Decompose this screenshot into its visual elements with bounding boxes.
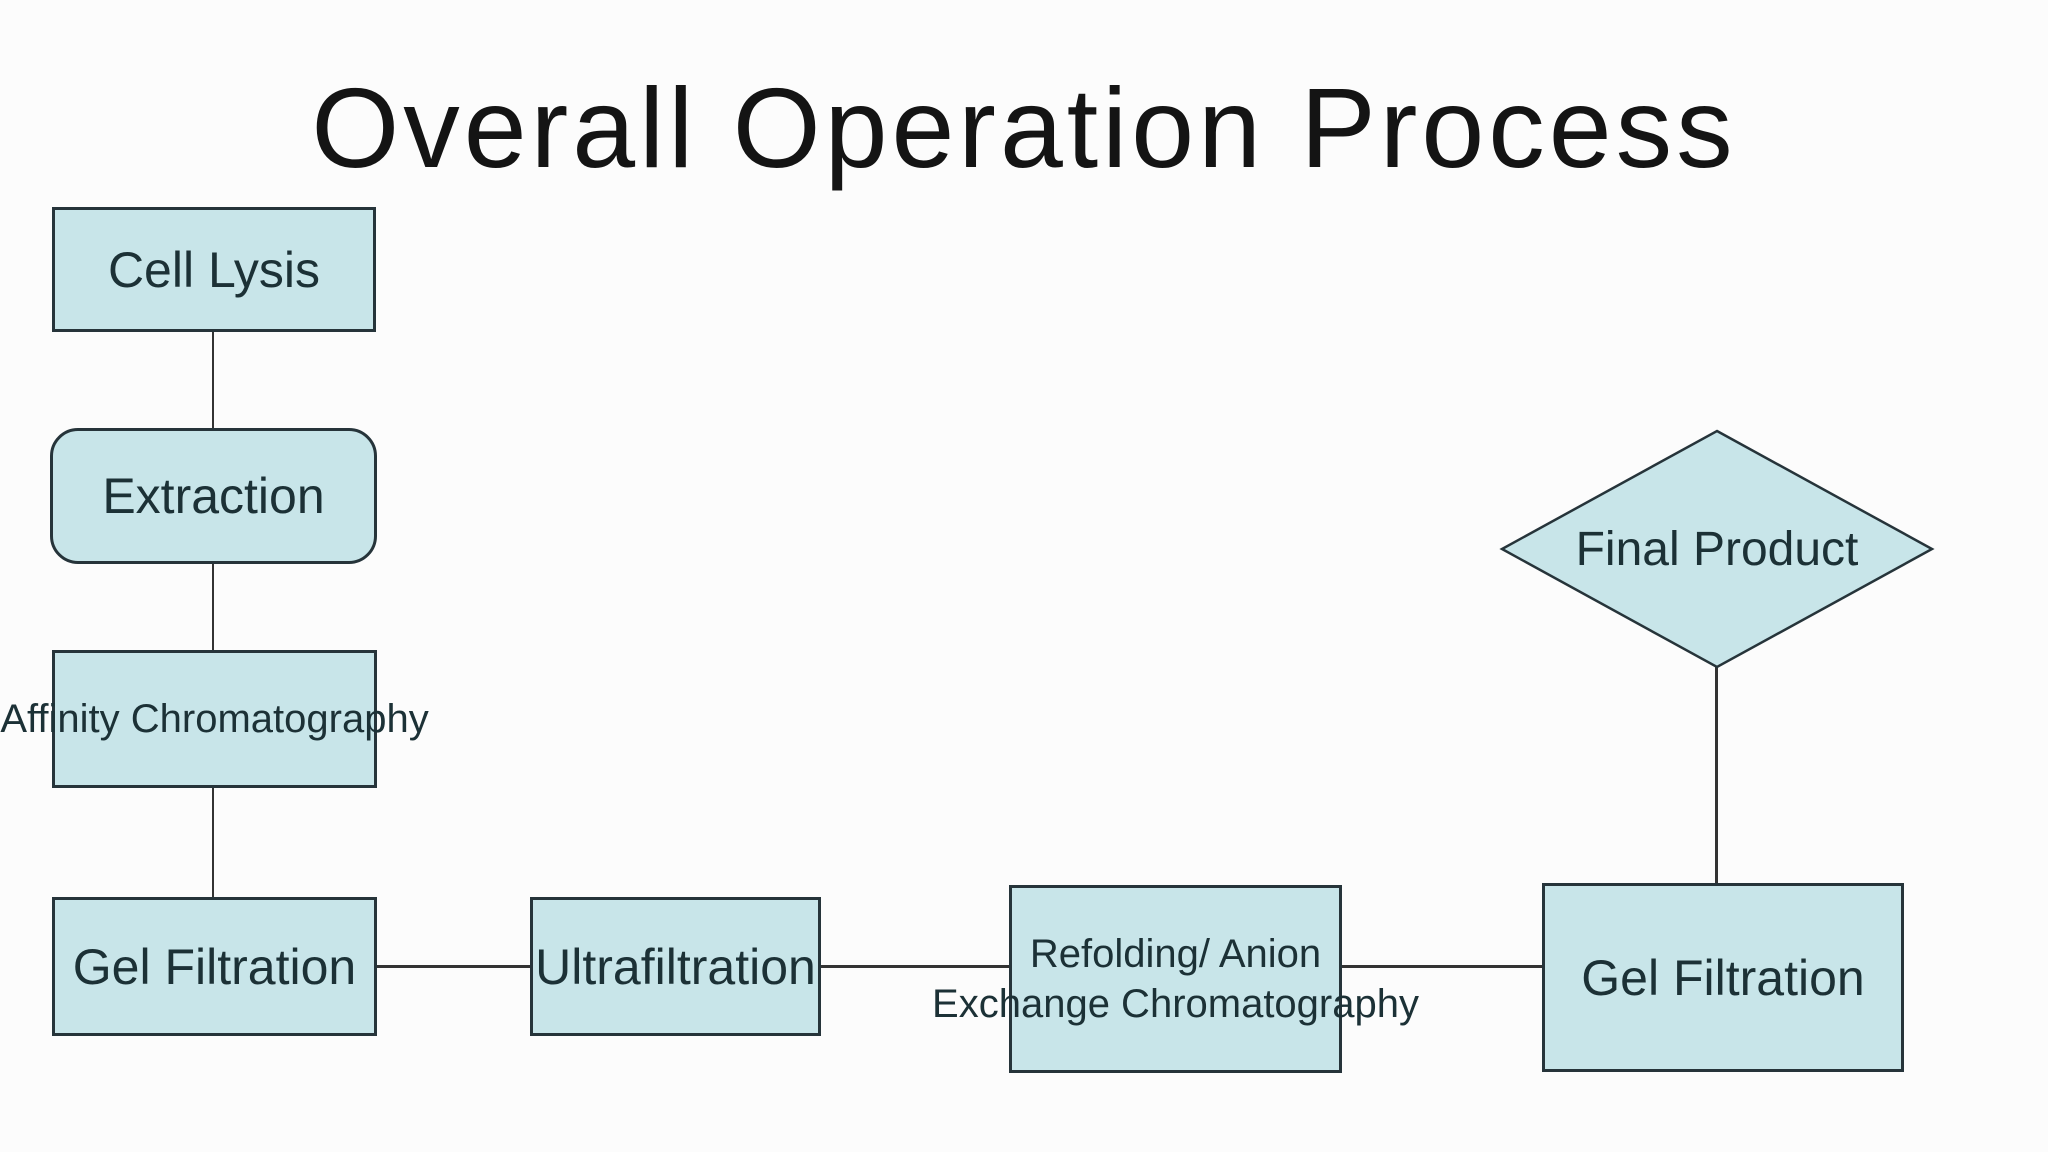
node-refolding-anion-exchange: Refolding/ Anion Exchange Chromatography [932,885,1419,1073]
connector-gel-filtration-1-ultrafiltration [376,965,531,968]
node-extraction: Extraction [50,428,377,564]
connector-final-product-gel-filtration-2 [1715,665,1718,884]
node-affinity-chromatography: Affinity Chromatography [0,650,429,788]
node-ultrafiltration: Ultrafiltration [530,897,821,1036]
node-label: Ultrafiltration [535,938,816,995]
node-label: Refolding/ Anion Exchange Chromatography [932,929,1419,1029]
page-title: Overall Operation Process [311,65,1737,191]
node-label: Affinity Chromatography [0,697,429,741]
node-label-line-1: Refolding/ Anion [1029,932,1322,976]
connector-extraction-affinity [211,562,214,651]
connector-ultrafiltration-refolding [820,965,1010,968]
connector-refolding-gel-filtration-2 [1333,965,1543,968]
node-label-line-2: Exchange Chromatography [932,982,1419,1026]
node-label: Gel Filtration [1581,949,1865,1006]
node-gel-filtration-1: Gel Filtration [52,897,377,1036]
connector-cell-lysis-extraction [211,332,214,429]
node-cell-lysis: Cell Lysis [52,207,376,332]
node-final-product: Final Product [1575,522,1859,576]
connector-affinity-gel-filtration-1 [211,786,214,898]
node-label: Cell Lysis [107,241,321,298]
node-label: Extraction [102,468,325,524]
node-gel-filtration-2: Gel Filtration [1542,883,1904,1072]
node-label: Gel Filtration [72,938,357,995]
